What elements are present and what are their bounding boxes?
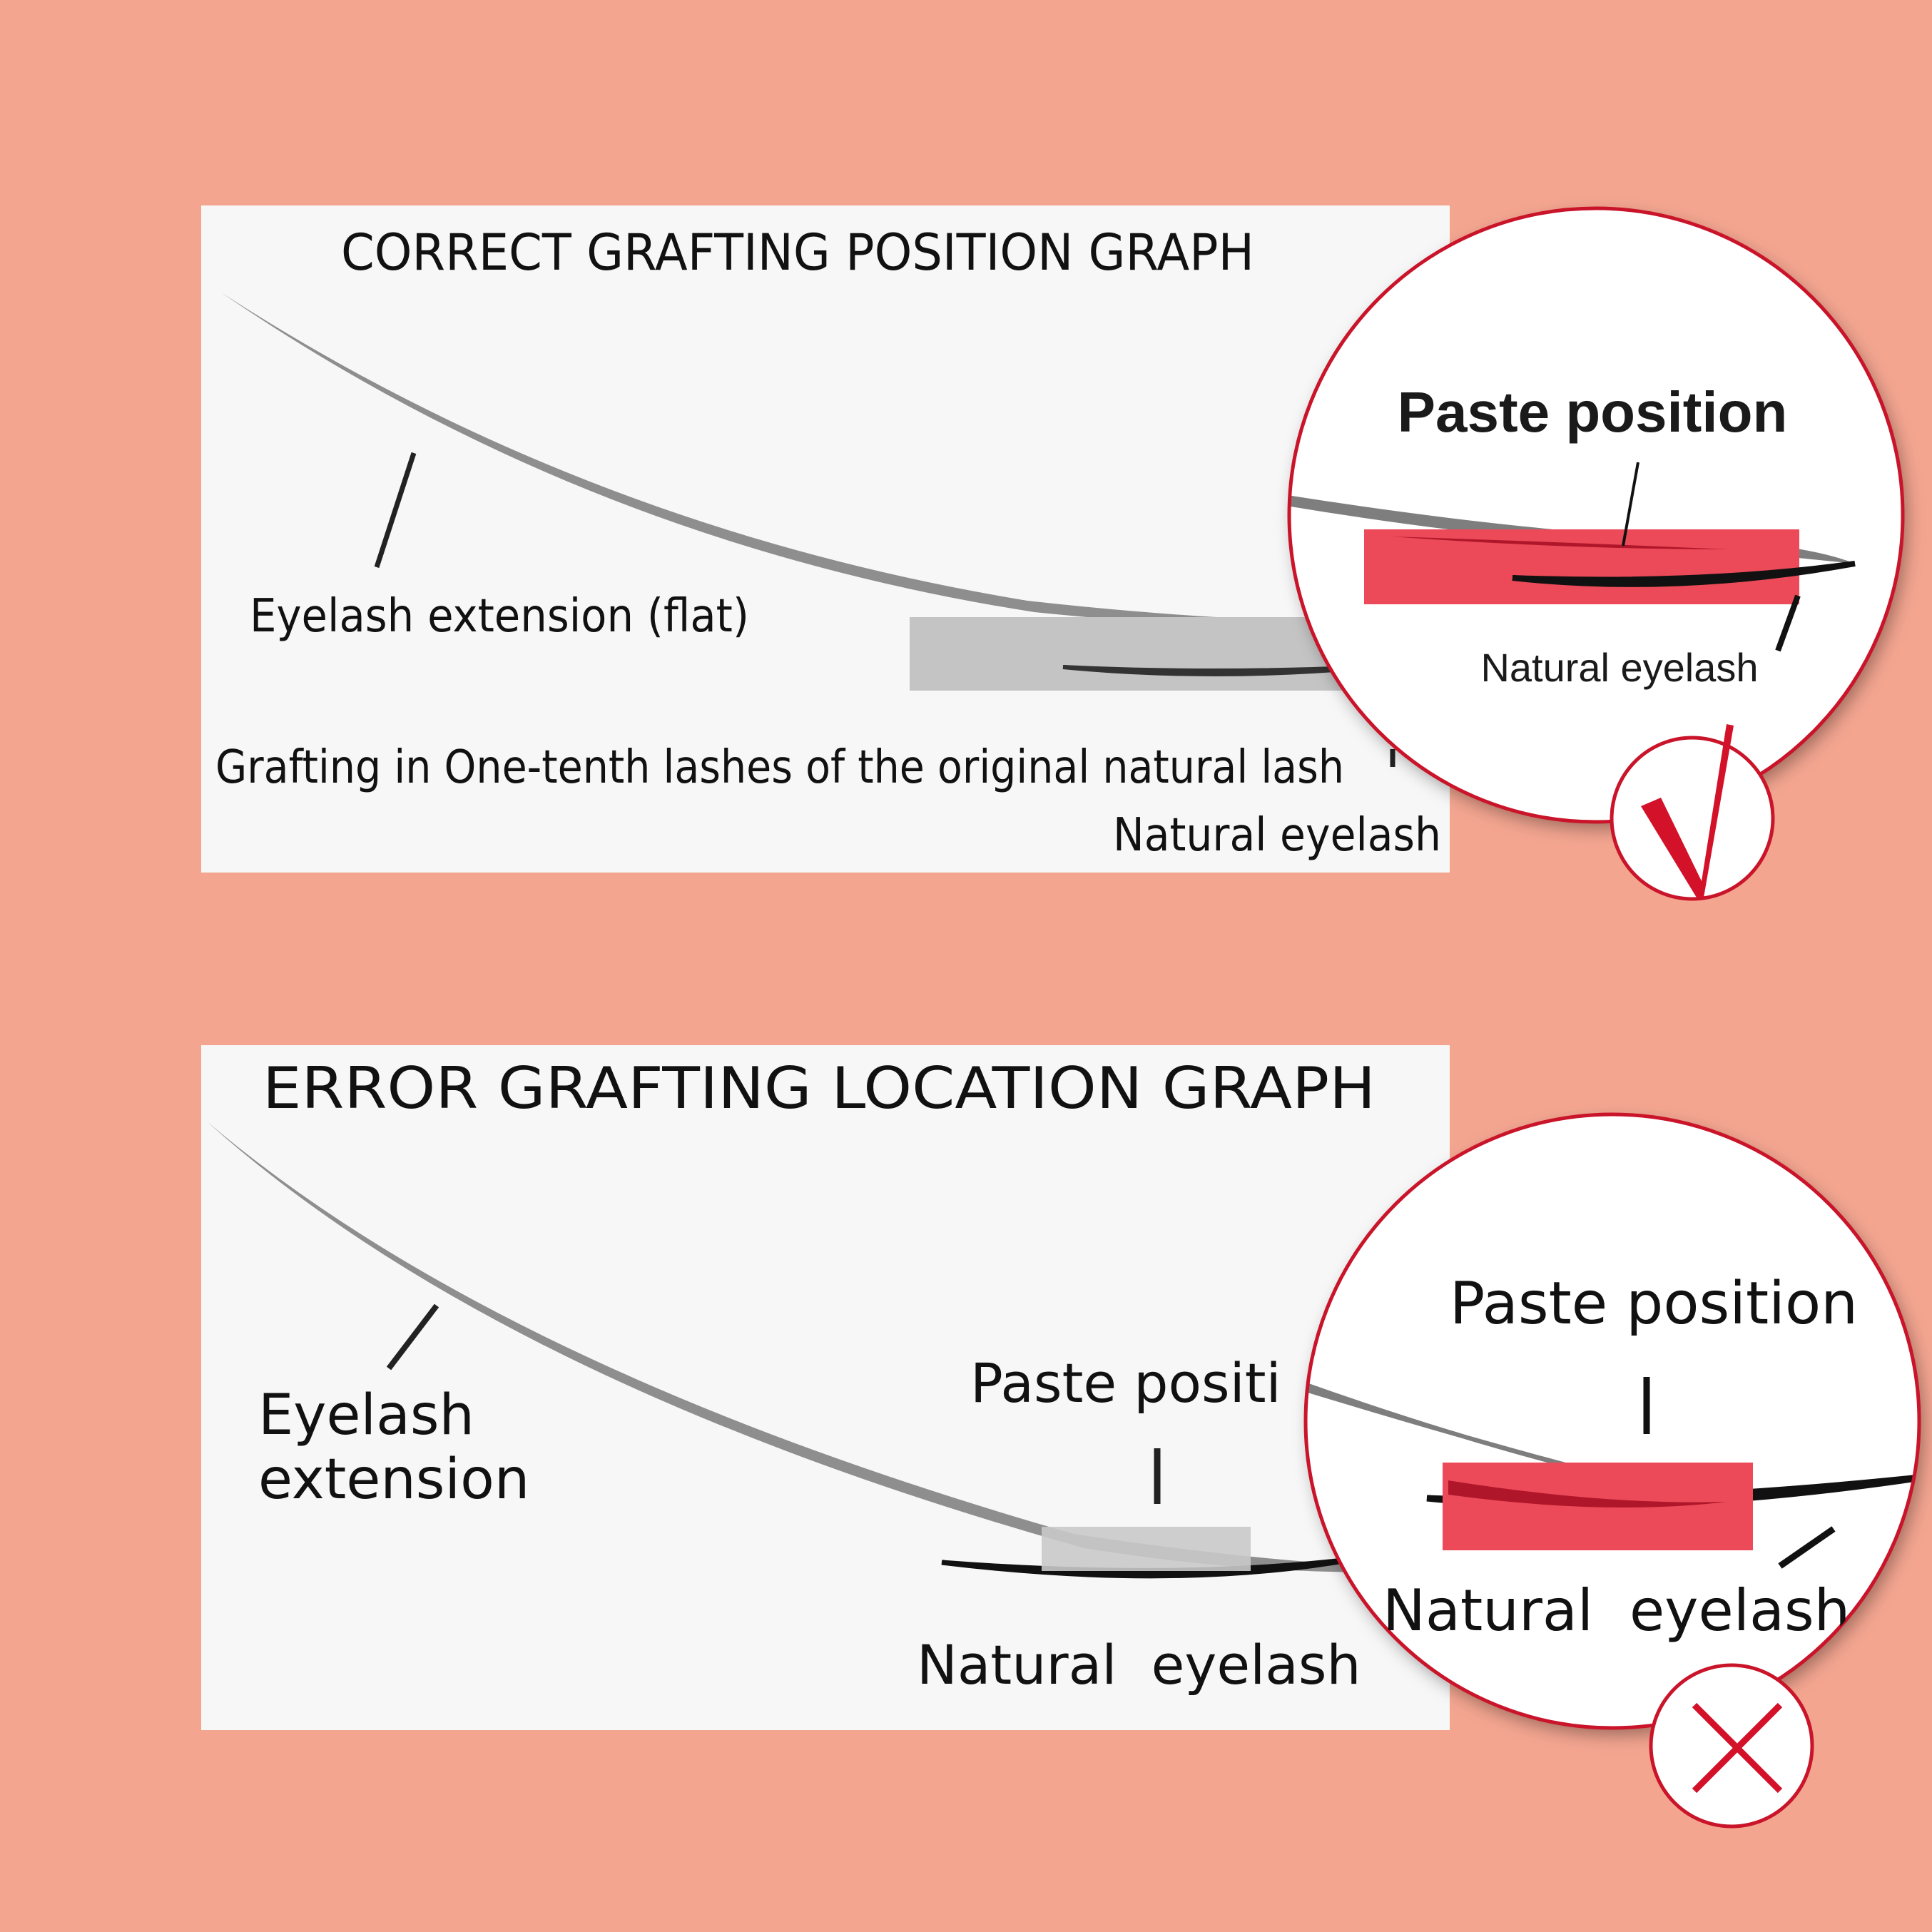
zoom-paste-highlight (1364, 529, 1799, 604)
paste-area (910, 617, 1352, 691)
zoom-paste-leader-line (1622, 462, 1639, 546)
correct-panel-background (201, 205, 1450, 873)
grafting-note: Grafting in One-tenth lashes of the orig… (215, 741, 1344, 794)
natural-eyelash-label: Natural eyelash (1113, 809, 1441, 862)
zoom-extension-overlay (1391, 537, 1727, 549)
error-verdict-badge (1649, 1663, 1814, 1829)
zoom-paste-label: Paste position (1450, 1270, 1858, 1338)
zoom-paste-label: Paste position (1398, 380, 1788, 444)
correct-panel-title: CORRECT GRAFTING POSITION GRAPH (341, 223, 1254, 282)
error-panel: ERROR GRAFTING LOCATION GRAPH Eyelash ex… (201, 1045, 1455, 1730)
correct-verdict-badge (1610, 724, 1775, 901)
error-panel-background (201, 1045, 1450, 1730)
zoom-natural-leader-line (1778, 1526, 1836, 1569)
natural-eyelash-label: Natural eyelash (917, 1633, 1361, 1697)
zoom-extension-overlay (1448, 1480, 1727, 1508)
check-mark-icon (1641, 724, 1734, 898)
paste-area (1042, 1527, 1251, 1571)
zoom-natural-leader-line (1775, 594, 1801, 652)
extension-label-line1: Eyelash (258, 1383, 474, 1448)
correct-panel: CORRECT GRAFTING POSITION GRAPH Eyelash … (201, 205, 1455, 873)
zoom-natural-label: Natural eyelash (1480, 645, 1758, 690)
zoom-natural-eyelash-curve (1512, 561, 1856, 587)
error-zoom-magnifier: Paste position Natural eyelash (1303, 1112, 1921, 1730)
paste-position-label: Paste positi (970, 1351, 1281, 1415)
extension-leader-line (374, 452, 417, 569)
extension-label-line2: extension (258, 1448, 529, 1512)
extension-leader-line (386, 1303, 439, 1371)
error-panel-title: ERROR GRAFTING LOCATION GRAPH (263, 1055, 1376, 1122)
zoom-natural-label: Natural eyelash (1383, 1577, 1850, 1644)
cross-mark-icon (1692, 1702, 1783, 1794)
extension-label: Eyelash extension (flat) (250, 590, 749, 643)
correct-zoom-magnifier: Paste position Natural eyelash (1287, 206, 1905, 824)
